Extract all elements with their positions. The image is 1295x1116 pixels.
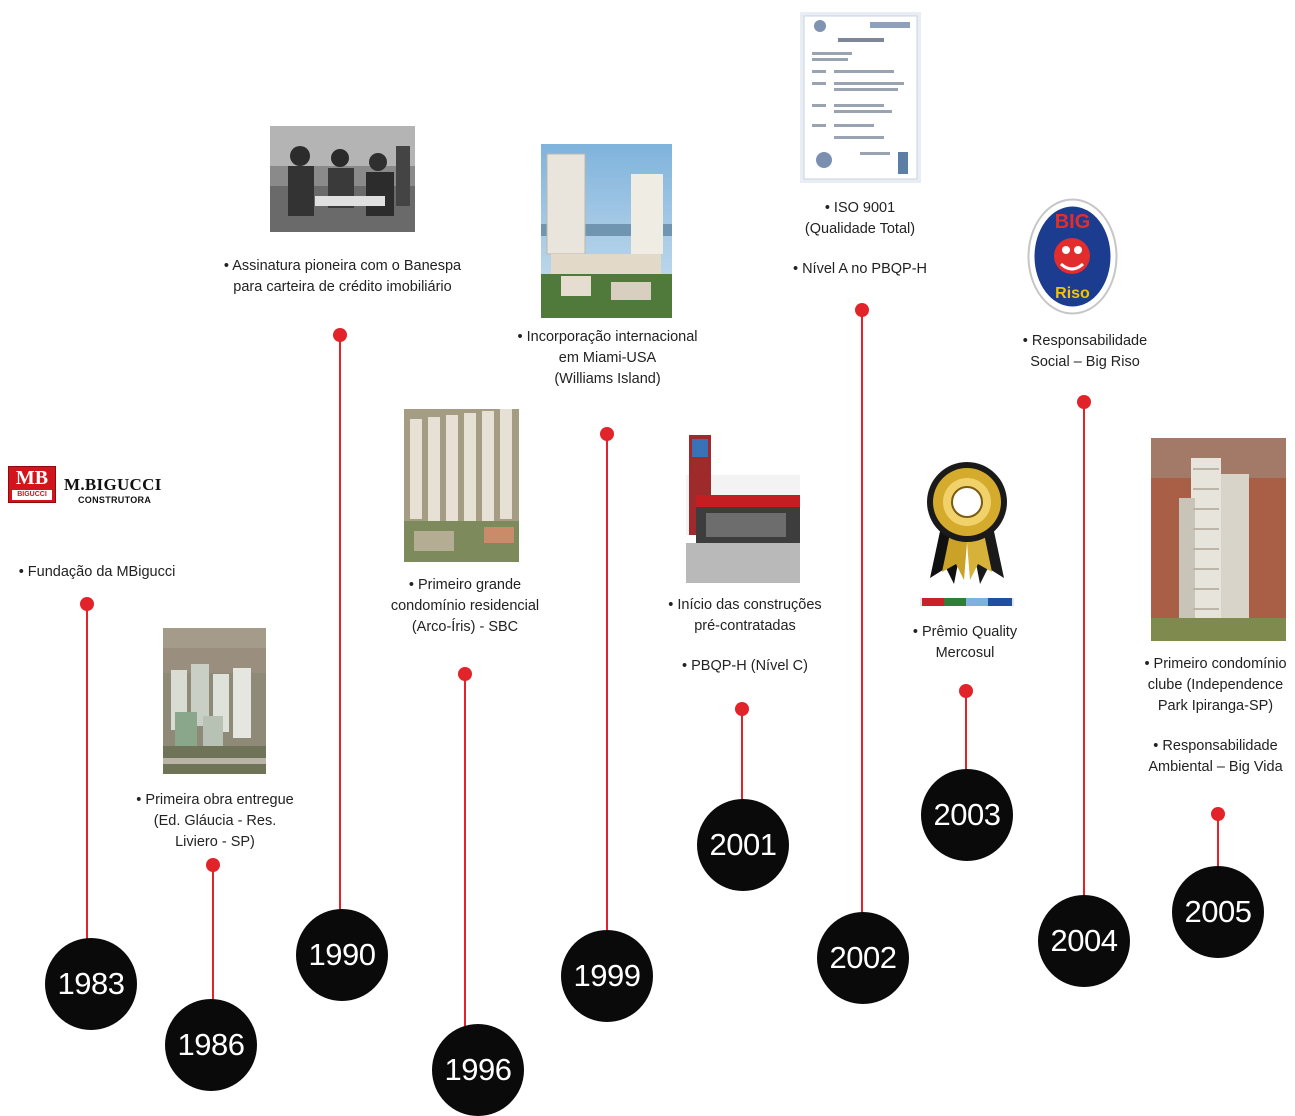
- caption-2003: • Prêmio Quality Mercosul: [885, 622, 1045, 664]
- caption-2002-line-2: • Nível A no PBQP-H: [792, 261, 928, 277]
- caption-1996-line-1: • Primeiro grande condomínio residencial…: [390, 577, 540, 635]
- miami-towers-photo: [541, 144, 672, 318]
- timeline-dot-2001: [735, 702, 749, 716]
- year-badge-1986: 1986: [165, 999, 257, 1091]
- caption-1990: • Assinatura pioneira com o Banespa para…: [200, 256, 485, 298]
- timeline-dot-2005: [1211, 807, 1225, 821]
- caption-1986-line-1: • Primeira obra entregue (Ed. Gláucia - …: [136, 792, 294, 850]
- timeline-line-2002: [861, 310, 863, 928]
- year-badge-2005: 2005: [1172, 866, 1264, 958]
- timeline-line-1999: [606, 434, 608, 946]
- timeline-dot-1983: [80, 597, 94, 611]
- year-badge-1999: 1999: [561, 930, 653, 1022]
- store-facade-photo: [686, 435, 800, 583]
- caption-2005: • Primeiro condomínio clube (Independenc…: [1133, 654, 1295, 778]
- quality-award-seal-image: [912, 452, 1022, 610]
- signing-ceremony-photo: [270, 126, 415, 232]
- big-riso-logo: BIG Riso: [1027, 198, 1118, 315]
- caption-2004-line-1: • Responsabilidade Social – Big Riso: [1022, 333, 1148, 370]
- caption-2004: • Responsabilidade Social – Big Riso: [1000, 331, 1170, 373]
- year-badge-2003: 2003: [921, 769, 1013, 861]
- timeline-line-1996: [464, 674, 466, 1037]
- condominium-aerial-photo: [404, 409, 519, 562]
- iso-certificate-image: [800, 12, 921, 183]
- year-badge-1990: 1990: [296, 909, 388, 1001]
- caption-2001: • Início das construções pré-contratadas…: [650, 595, 840, 677]
- year-badge-2004: 2004: [1038, 895, 1130, 987]
- timeline-dot-1999: [600, 427, 614, 441]
- logo-mark-sub: BIGUCCI: [12, 490, 52, 500]
- year-badge-1983: 1983: [45, 938, 137, 1030]
- caption-2003-line-1: • Prêmio Quality Mercosul: [912, 624, 1018, 661]
- caption-1986: • Primeira obra entregue (Ed. Gláucia - …: [120, 790, 310, 853]
- timeline-line-2003: [965, 691, 967, 791]
- timeline-line-2001: [741, 709, 743, 819]
- caption-1990-line-1: • Assinatura pioneira com o Banespa para…: [223, 258, 462, 295]
- logo-tagline: CONSTRUTORA: [78, 495, 152, 505]
- timeline-dot-2004: [1077, 395, 1091, 409]
- timeline-dot-1990: [333, 328, 347, 342]
- caption-2005-line-2: • Responsabilidade Ambiental – Big Vida: [1148, 738, 1283, 775]
- timeline-dot-2002: [855, 303, 869, 317]
- logo-mark-letters: MB: [15, 467, 49, 489]
- caption-2002: • ISO 9001 (Qualidade Total) • Nível A n…: [770, 198, 950, 280]
- timeline-dot-1996: [458, 667, 472, 681]
- logo-company-name: M.BIGUCCI: [64, 475, 162, 494]
- caption-1999: • Incorporação internacional em Miami-US…: [505, 327, 710, 390]
- timeline-line-1990: [339, 335, 341, 925]
- caption-2001-line-1: • Início das construções pré-contratadas: [668, 597, 822, 634]
- svg-text:BIG: BIG: [1055, 211, 1091, 233]
- caption-2005-line-1: • Primeiro condomínio clube (Independenc…: [1144, 656, 1287, 714]
- caption-1983-line-1: • Fundação da MBigucci: [18, 564, 176, 580]
- caption-1996: • Primeiro grande condomínio residencial…: [370, 575, 560, 638]
- year-badge-1996: 1996: [432, 1024, 524, 1116]
- year-badge-2002: 2002: [817, 912, 909, 1004]
- caption-1983: • Fundação da MBigucci: [2, 562, 192, 583]
- timeline-line-2004: [1083, 402, 1085, 898]
- caption-1999-line-1: • Incorporação internacional em Miami-US…: [517, 329, 698, 387]
- caption-2001-line-2: • PBQP-H (Nível C): [682, 658, 808, 674]
- svg-text:Riso: Riso: [1055, 285, 1090, 302]
- timeline-line-2005: [1217, 814, 1219, 869]
- aerial-buildings-photo: [163, 628, 266, 774]
- mbigucci-logo-mark: MB BIGUCCI: [8, 466, 56, 503]
- year-badge-2001: 2001: [697, 799, 789, 891]
- residential-towers-photo: [1151, 438, 1286, 641]
- timeline-dot-1986: [206, 858, 220, 872]
- timeline-dot-2003: [959, 684, 973, 698]
- timeline-line-1983: [86, 604, 88, 954]
- timeline-line-1986: [212, 865, 214, 1015]
- caption-2002-line-1: • ISO 9001 (Qualidade Total): [804, 200, 916, 237]
